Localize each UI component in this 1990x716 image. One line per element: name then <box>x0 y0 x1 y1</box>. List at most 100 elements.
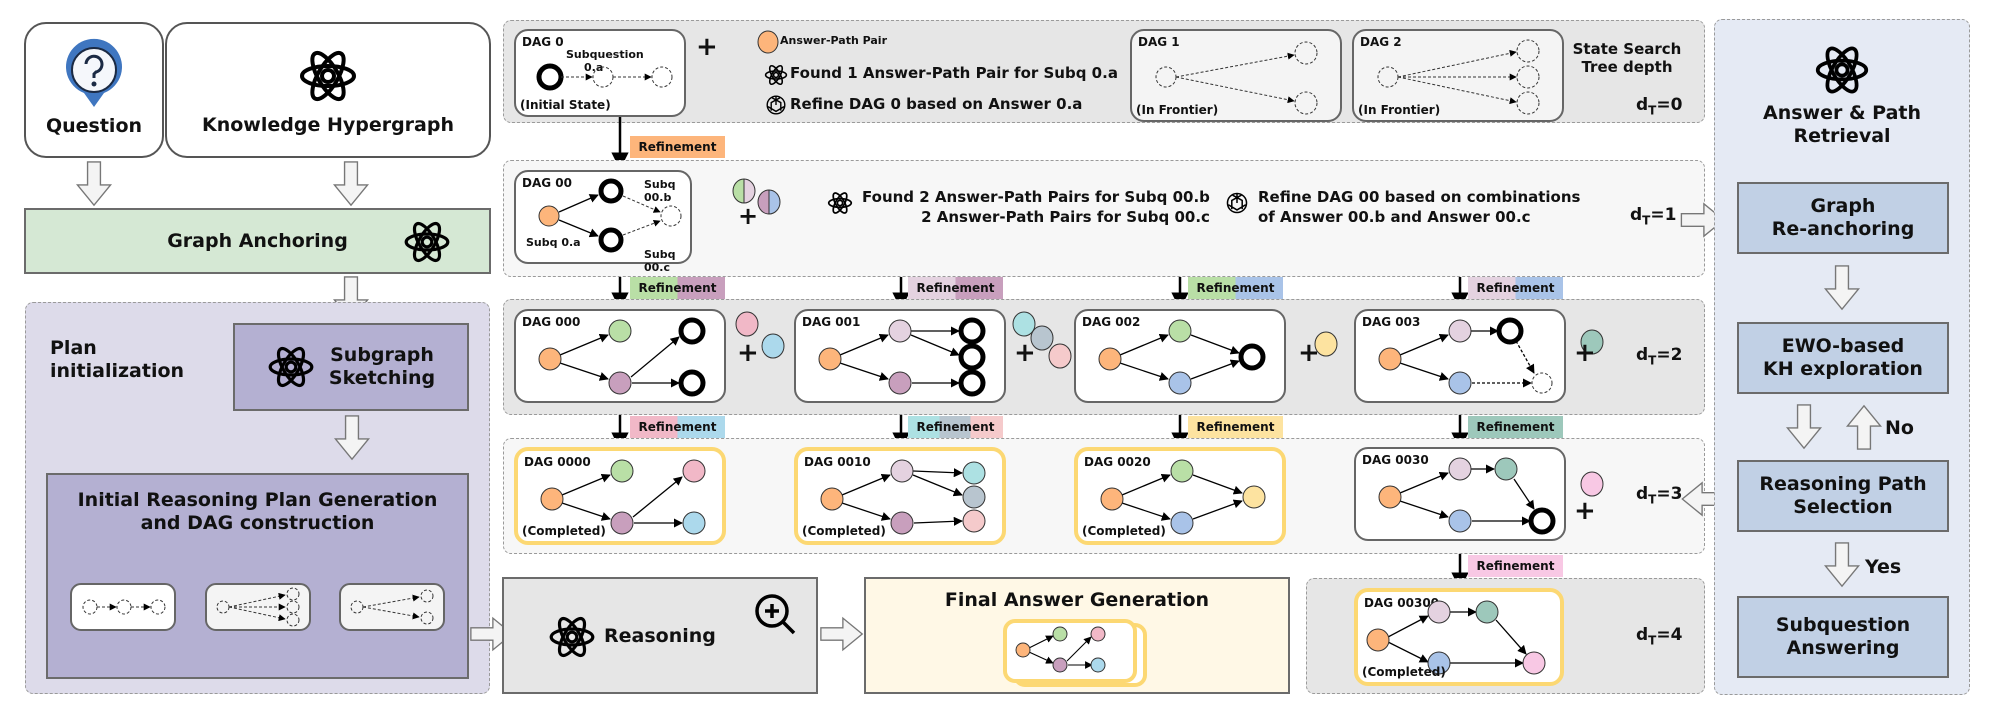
dag-node <box>962 461 986 485</box>
dag-node <box>678 317 706 345</box>
dag-label: DAG 001 <box>802 315 861 329</box>
plus-icon: + <box>1574 338 1596 368</box>
dag-00-card[interactable]: DAG 00 Subq 00.b Subq 0.a Subq 00.c <box>514 170 692 274</box>
dag-status: (Completed) <box>1082 524 1166 538</box>
dag-edge <box>1399 362 1449 381</box>
reasoning-box: Reasoning <box>502 577 818 694</box>
dag-edge <box>559 333 609 356</box>
dag-000-card[interactable]: DAG 000 <box>514 309 726 403</box>
dag-0-card[interactable]: DAG 0 Subquestion 0.a (Initial State) <box>514 29 686 117</box>
found-text: Found 1 Answer-Path Pair for Subq 0.a <box>790 64 1118 82</box>
dag-edge <box>1513 478 1535 510</box>
dag-001-card-graph <box>818 317 986 397</box>
dag-node <box>890 511 914 535</box>
dag-label: DAG 003 <box>1362 315 1421 329</box>
dag-node <box>1170 459 1194 483</box>
dag-1-card[interactable]: DAG 1 (In Frontier) <box>1130 29 1342 122</box>
dag-edge <box>1121 473 1171 496</box>
dag-edge <box>839 333 889 356</box>
initial-plan-box: Initial Reasoning Plan Generation and DA… <box>46 473 469 679</box>
dag-00300-card[interactable]: DAG 00300 (Completed) <box>1354 588 1564 686</box>
dag-node <box>1242 485 1266 509</box>
dag-0000-card-graph <box>540 459 706 535</box>
atom-icon <box>403 218 451 266</box>
atom-icon <box>827 190 853 216</box>
dag-edge <box>841 473 891 496</box>
subq-label: 0.a <box>584 61 604 74</box>
dag-edge <box>1121 502 1171 521</box>
dag-node <box>608 319 632 343</box>
dag-0010-card[interactable]: DAG 0010(Completed) <box>794 447 1006 545</box>
depth-2-label: dT=2 <box>1636 345 1683 368</box>
dag-002-card-graph <box>1098 319 1266 395</box>
dag-00300-graph <box>1366 600 1546 675</box>
dag-003-card-graph <box>1378 317 1553 395</box>
atom-icon <box>764 63 788 87</box>
refinement-tag: Refinement <box>630 136 725 158</box>
dag-0030-card-graph <box>1378 457 1556 535</box>
answer-pair-node <box>1030 325 1054 351</box>
answer-pair-icons <box>1314 331 1338 357</box>
dag-label: DAG 0 <box>522 35 564 49</box>
subquestion-label: Subquestion <box>566 48 644 61</box>
dag-0020-card[interactable]: DAG 0020(Completed) <box>1074 447 1286 545</box>
dag-edge <box>1119 362 1169 381</box>
answer-path-retrieval-panel: Answer & Path Retrieval Graph Re-anchori… <box>1714 19 1970 695</box>
dag-node <box>1100 487 1124 511</box>
dag-node <box>1494 457 1518 481</box>
dag-node <box>1496 317 1524 345</box>
legend-label: Answer-Path Pair <box>780 34 887 47</box>
depth-4-label: dT=4 <box>1636 625 1683 648</box>
dag-node <box>610 459 634 483</box>
subq-label: Subq 00.b <box>644 178 676 204</box>
arrow-kh-to-anchoring <box>332 161 370 207</box>
dag-0000-card[interactable]: DAG 0000(Completed) <box>514 447 726 545</box>
answer-pair-icons <box>1580 329 1604 355</box>
plus-icon: + <box>1574 496 1596 526</box>
dag-node <box>1170 511 1194 535</box>
refinement-tag: Refinement <box>630 416 725 438</box>
answer-pair-icons <box>1012 311 1072 369</box>
dag-node <box>678 369 706 397</box>
dag-node <box>1378 485 1402 509</box>
atom-icon <box>298 44 358 108</box>
plus-icon: + <box>1298 338 1320 368</box>
dag-node <box>958 343 986 371</box>
dag-003-card[interactable]: DAG 003 <box>1354 309 1566 403</box>
found-text: Found 2 Answer-Path Pairs for Subq 00.b … <box>862 188 1210 226</box>
dag-edge <box>1119 333 1169 356</box>
dag-edge <box>1192 474 1243 495</box>
dag-edge <box>1192 499 1243 520</box>
dag-node <box>958 317 986 345</box>
dag-0020-card-graph <box>1100 459 1266 535</box>
dag-2-card[interactable]: DAG 2 (In Frontier) <box>1352 29 1564 122</box>
dag-edge <box>910 334 960 357</box>
chain-dag-sketch <box>70 583 176 631</box>
refinement-tag: Refinement <box>908 277 1003 299</box>
dag-2-graph <box>1377 39 1540 115</box>
dag-node <box>962 509 986 533</box>
dag-status: (In Frontier) <box>1136 103 1219 117</box>
question-icon <box>66 38 122 107</box>
refine-text: Refine DAG 0 based on Answer 0.a <box>790 95 1083 113</box>
dag-node <box>608 371 632 395</box>
dag-002-card[interactable]: DAG 002 <box>1074 309 1286 403</box>
openai-icon <box>1224 190 1250 216</box>
atom-icon <box>548 611 596 663</box>
refinement-tag: Refinement <box>1188 277 1283 299</box>
answer-pair-node <box>1580 329 1604 355</box>
retrieval-title: Answer & Path Retrieval <box>1763 102 1921 147</box>
dag-node <box>818 347 842 371</box>
dag-edge <box>1190 334 1240 355</box>
answer-path-pair-legend-icon <box>757 30 779 54</box>
final-answer-box: Final Answer Generation <box>864 577 1290 694</box>
dag-001-card[interactable]: DAG 001 <box>794 309 1006 403</box>
dag-node <box>538 347 562 371</box>
zoom-in-icon <box>755 594 796 635</box>
answer-pair-icons <box>735 311 785 359</box>
dag-0030-card[interactable]: DAG 0030 <box>1354 447 1566 541</box>
answer-pair-node <box>1048 343 1072 369</box>
answer-pair-node <box>1580 471 1604 497</box>
dag-node <box>958 369 986 397</box>
subgraph-sketching-label: Subgraph Sketching <box>328 344 436 389</box>
